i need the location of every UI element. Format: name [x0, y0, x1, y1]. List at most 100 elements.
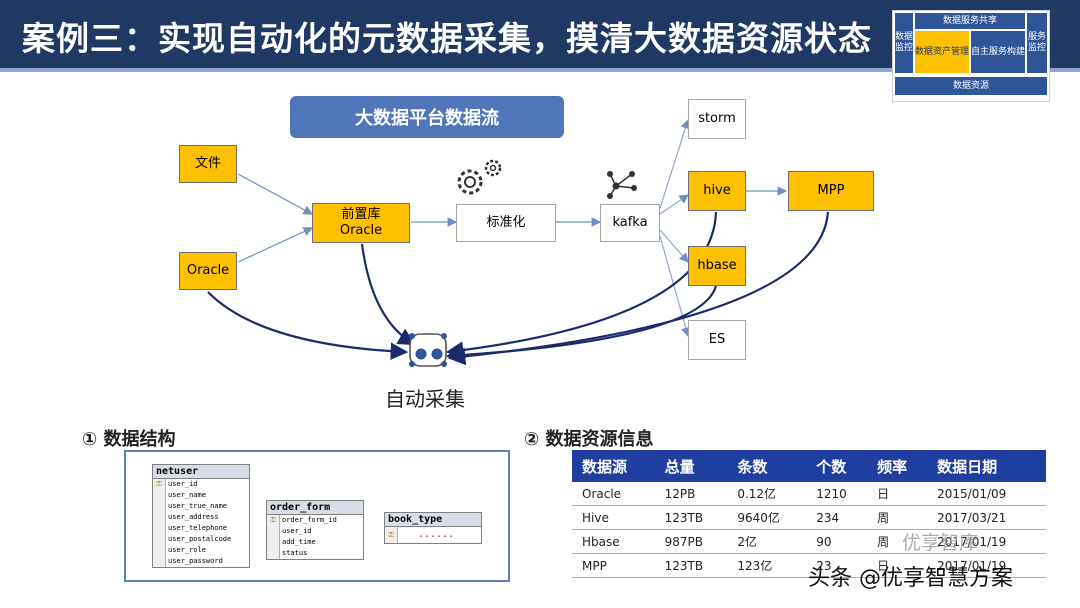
er-field: status: [282, 549, 308, 557]
mini-architecture-graphic: 数据服务共享 数据监控 服务监控 数据资产管理 自主服务构建 数据资源: [892, 10, 1050, 102]
er-field-row: ⚿......: [385, 527, 481, 543]
table-cell: 23: [806, 553, 868, 578]
er-field: user_name: [168, 491, 206, 499]
er-field-row: user_address: [153, 512, 249, 523]
er-table-netuser: netuser ⚿user_id user_name user_true_nam…: [152, 464, 250, 568]
resource-info-table: 数据源 总量 条数 个数 频率 数据日期 Oracle 12PB 0.12亿 1…: [572, 450, 1046, 578]
er-field-row: add_time: [267, 537, 363, 548]
column-header: 数据日期: [927, 450, 1046, 482]
node-oracle: Oracle: [179, 252, 237, 290]
table-row: Hive 123TB 9640亿 234 周 2017/03/21: [572, 505, 1046, 530]
er-field: user_id: [282, 527, 312, 535]
table-cell: 987PB: [654, 529, 728, 554]
table-cell: 周: [867, 505, 928, 530]
table-cell: 123TB: [654, 505, 728, 530]
table-cell: 2017/01/19: [927, 529, 1046, 554]
table-cell: 2015/01/09: [927, 482, 1046, 506]
mini-service-share: 数据服务共享: [915, 13, 1025, 29]
er-field-row: user_role: [153, 545, 249, 556]
er-field: add_time: [282, 538, 316, 546]
table-cell: 2017/03/21: [927, 505, 1046, 530]
table-cell: 12PB: [654, 482, 728, 506]
table-cell: 234: [806, 505, 868, 530]
column-header: 频率: [867, 450, 928, 482]
er-field-row: ⚿user_id: [153, 479, 249, 490]
er-table-name: book_type: [385, 513, 481, 527]
arrow-kafka-to-storm: [659, 118, 691, 209]
arrow-frontdb-collect: [360, 243, 416, 346]
arrow-oracle-to-frontdb: [237, 227, 314, 263]
table-row: MPP 123TB 123亿 23 日 2017/01/19: [572, 553, 1046, 578]
er-field: user_password: [168, 557, 223, 565]
er-field-row: status: [267, 548, 363, 559]
er-field-row: user_id: [267, 526, 363, 537]
er-table-name: order_form: [267, 501, 363, 515]
arrow-kafka-to-es: [659, 235, 691, 338]
table-header-row: 数据源 总量 条数 个数 频率 数据日期: [572, 450, 1046, 482]
arrow-kafka-to-hbase: [659, 229, 689, 263]
er-field-row: user_postalcode: [153, 534, 249, 545]
er-field: user_address: [168, 513, 219, 521]
table-cell: Hbase: [572, 529, 655, 554]
table-cell: 日: [867, 553, 928, 578]
arrow-kafka-to-hive: [659, 194, 689, 215]
er-field-row: ⚿order_form_id: [267, 515, 363, 526]
column-header: 总量: [654, 450, 728, 482]
table-cell: 日: [867, 482, 928, 506]
er-field: user_true_name: [168, 502, 228, 510]
table-cell: 0.12亿: [727, 482, 807, 506]
table-cell: 9640亿: [727, 505, 807, 530]
primary-key-icon: ⚿: [153, 479, 166, 490]
er-table-order-form: order_form ⚿order_form_id user_id add_ti…: [266, 500, 364, 560]
node-frontdb-line2: Oracle: [339, 223, 383, 238]
column-header: 个数: [806, 450, 868, 482]
section-resource-info-title: ② 数据资源信息: [524, 429, 654, 450]
er-table-book-type: book_type ⚿......: [384, 512, 482, 544]
primary-key-icon: ⚿: [385, 527, 398, 543]
table-cell: 90: [806, 529, 868, 554]
arrow-file-to-frontdb: [237, 173, 314, 215]
collector-icon: [409, 333, 447, 367]
table-row: Hbase 987PB 2亿 90 周 2017/01/19: [572, 529, 1046, 554]
table-cell: 123TB: [654, 553, 728, 578]
arrow-oracle-collect: [207, 291, 409, 361]
node-file: 文件: [179, 145, 237, 183]
node-mpp: MPP: [788, 171, 874, 211]
primary-key-icon: ⚿: [267, 515, 280, 526]
gear-icon: [457, 159, 502, 195]
table-cell: Oracle: [572, 482, 655, 506]
mini-data-resource: 数据资源: [895, 77, 1047, 95]
er-table-name: netuser: [153, 465, 249, 479]
mini-service-monitor: 服务监控: [1027, 13, 1047, 73]
node-kafka: kafka: [600, 204, 660, 242]
watermark-logo-text: 优享智库: [902, 532, 979, 554]
header-stripe: [0, 68, 1080, 72]
page-title: 案例三：实现自动化的元数据采集，摸清大数据资源状态: [22, 19, 872, 58]
er-diagram-panel: netuser ⚿user_id user_name user_true_nam…: [124, 450, 510, 582]
er-field: user_telephone: [168, 524, 228, 532]
node-standard: 标准化: [456, 204, 556, 242]
mini-asset-management: 数据资产管理: [915, 31, 969, 73]
node-es: ES: [688, 320, 746, 360]
table-cell: 1210: [806, 482, 868, 506]
column-header: 条数: [727, 450, 807, 482]
arrow-hive-collect: [445, 211, 718, 359]
mini-self-service: 自主服务构建: [971, 31, 1025, 73]
er-field: user_postalcode: [168, 535, 232, 543]
table-cell: Hive: [572, 505, 655, 530]
table-cell: 123亿: [727, 553, 807, 578]
node-storm: storm: [688, 99, 746, 139]
node-frontdb-line1: 前置库: [341, 207, 381, 222]
diagram-title: 大数据平台数据流: [290, 96, 564, 138]
er-field-row: user_password: [153, 556, 249, 567]
section-data-structure-title: ① 数据结构: [82, 429, 176, 450]
er-field: ......: [418, 529, 455, 540]
er-field: user_id: [168, 480, 198, 488]
kafka-network-icon: [607, 171, 637, 199]
node-hive: hive: [688, 171, 746, 211]
collector-label: 自动采集: [385, 387, 465, 411]
flow-arrows: [207, 118, 830, 367]
er-field-row: user_true_name: [153, 501, 249, 512]
table-cell: 周: [867, 529, 928, 554]
er-field-row: user_telephone: [153, 523, 249, 534]
